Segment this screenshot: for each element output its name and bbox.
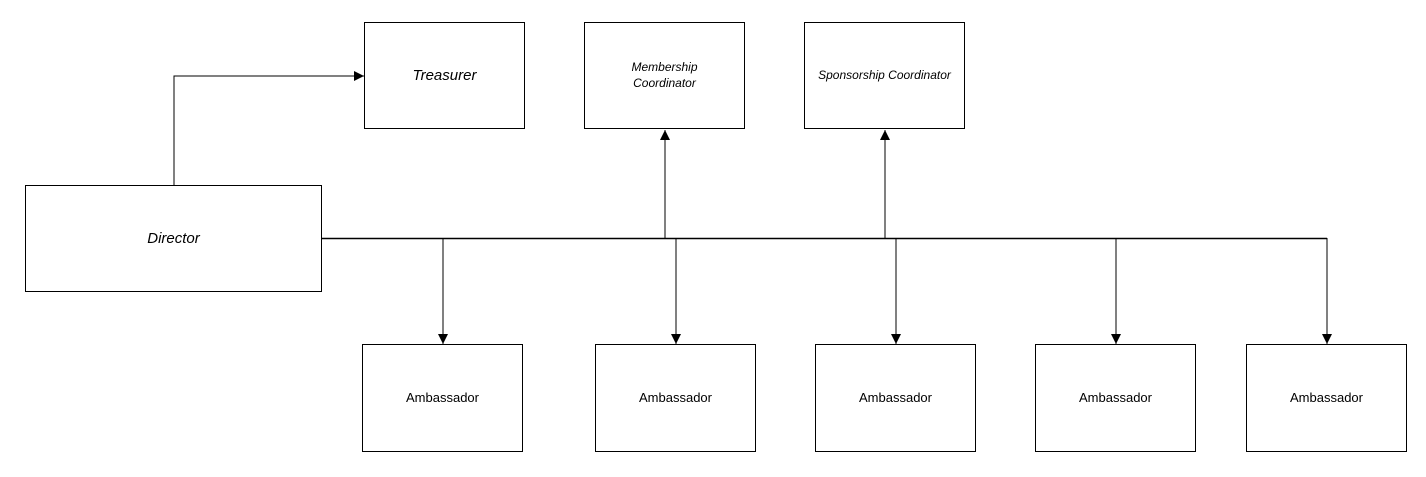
connector-director-treasurer [173,71,364,185]
node-ambassador-2[interactable]: Ambassador [595,344,756,452]
node-ambassador-1[interactable]: Ambassador [362,344,523,452]
node-ambassador-label: Ambassador [406,389,479,405]
node-ambassador-label: Ambassador [1079,389,1152,405]
node-ambassador-label: Ambassador [639,389,712,405]
node-ambassador-label: Ambassador [859,389,932,405]
node-treasurer-label: Treasurer [412,66,477,84]
node-membership-coordinator-label: Membership Coordinator [631,59,698,90]
node-director-label: Director [147,229,200,247]
node-ambassador-4[interactable]: Ambassador [1035,344,1196,452]
node-sponsorship-coordinator-label: Sponsorship Coordinator [818,67,951,82]
node-ambassador-5[interactable]: Ambassador [1246,344,1407,452]
node-sponsorship-coordinator[interactable]: Sponsorship Coordinator [804,22,965,129]
node-ambassador-3[interactable]: Ambassador [815,344,976,452]
node-director[interactable]: Director [25,185,322,292]
node-membership-coordinator[interactable]: Membership Coordinator [584,22,745,129]
node-ambassador-label: Ambassador [1290,389,1363,405]
node-treasurer[interactable]: Treasurer [364,22,525,129]
